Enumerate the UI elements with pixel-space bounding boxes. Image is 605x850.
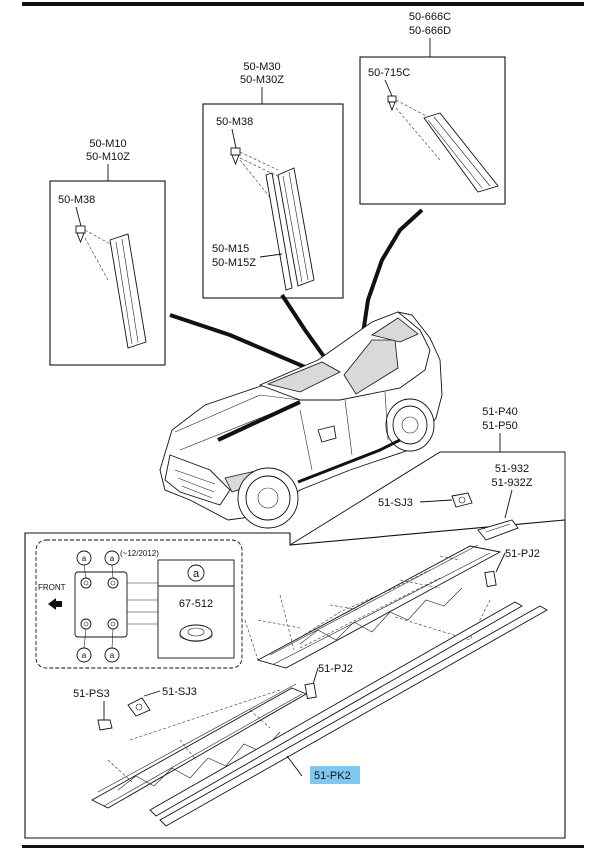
legend-clip-symbol: a (193, 568, 200, 580)
sill-moulding-upper (149, 601, 523, 817)
label-51-pk2: 51-PK2 (314, 770, 351, 782)
side-sill-garnish-upper (256, 544, 502, 669)
clip-icon (230, 147, 241, 166)
label-50-m38-a: 50-M38 (216, 116, 253, 128)
label-50-715c: 50-715C (368, 67, 410, 79)
label-67-512: 67-512 (179, 598, 213, 610)
label-50-m30: 50-M30 (243, 61, 280, 73)
label-51-932z: 51-932Z (492, 477, 533, 489)
label-51-pj2-a: 51-PJ2 (505, 548, 540, 560)
clip-icon (387, 95, 397, 112)
svg-text:a: a (110, 651, 115, 660)
svg-text:a: a (82, 554, 87, 563)
label-50-m15: 50-M15 (212, 243, 249, 255)
svg-text:a: a (110, 554, 115, 563)
front-arrow-icon (48, 598, 62, 610)
label-front: FRONT (38, 583, 66, 592)
label-51-sj3-a: 51-SJ3 (378, 497, 413, 509)
label-50-666c: 50-666C (409, 11, 451, 23)
clip-marker-a: a (76, 550, 92, 566)
label-51-932: 51-932 (495, 463, 529, 475)
label-date-note: (~12/2012) (120, 549, 159, 558)
label-51-sj3-b: 51-SJ3 (162, 686, 197, 698)
clip-marker-a: a (104, 647, 120, 663)
side-sill-garnish-lower (91, 683, 308, 809)
bottom-border (22, 845, 584, 848)
label-50-666d: 50-666D (409, 25, 451, 37)
label-50-m10: 50-M10 (89, 138, 126, 150)
vehicle-illustration (159, 311, 443, 529)
highlight-51-pk2 (310, 766, 360, 784)
clip-location-detail: FRONT (~12/2012) a a a a a (35, 539, 243, 669)
detail-box-50-666: 50-666C 50-666D 50-715C (359, 11, 506, 205)
svg-text:a: a (82, 651, 87, 660)
clip-marker-a: a (76, 647, 92, 663)
sill-moulding-lower (159, 605, 548, 827)
label-51-ps3: 51-PS3 (73, 688, 110, 700)
label-51-pj2-b: 51-PJ2 (318, 663, 353, 675)
detail-box-50-m30: 50-M30 50-M30Z 50-M38 50-M15 50-M15Z (202, 61, 344, 299)
label-50-m38-b: 50-M38 (58, 194, 95, 206)
label-50-m30z: 50-M30Z (240, 74, 284, 86)
label-50-m15z: 50-M15Z (212, 257, 256, 269)
clip-marker-a: a (104, 550, 120, 566)
label-51-p40: 51-P40 (482, 406, 517, 418)
label-50-m10z: 50-M10Z (86, 151, 130, 163)
pillar-moulding (265, 172, 293, 291)
pillar-garnish-rear (423, 112, 499, 193)
top-border (22, 2, 584, 6)
label-51-p50: 51-P50 (482, 420, 517, 432)
clip-icon (75, 225, 86, 244)
detail-box-50-m10: 50-M10 50-M10Z 50-M38 (49, 138, 166, 366)
